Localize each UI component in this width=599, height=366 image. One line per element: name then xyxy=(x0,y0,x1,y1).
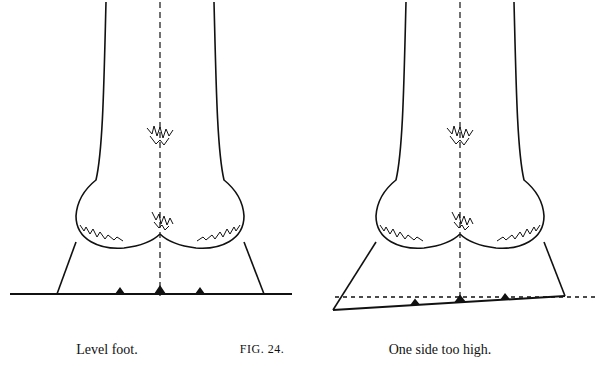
figure-caption: One side too high. xyxy=(389,342,492,358)
figure-number: FIG. 24. xyxy=(240,342,284,357)
figure-caption: Level foot. xyxy=(76,342,137,358)
